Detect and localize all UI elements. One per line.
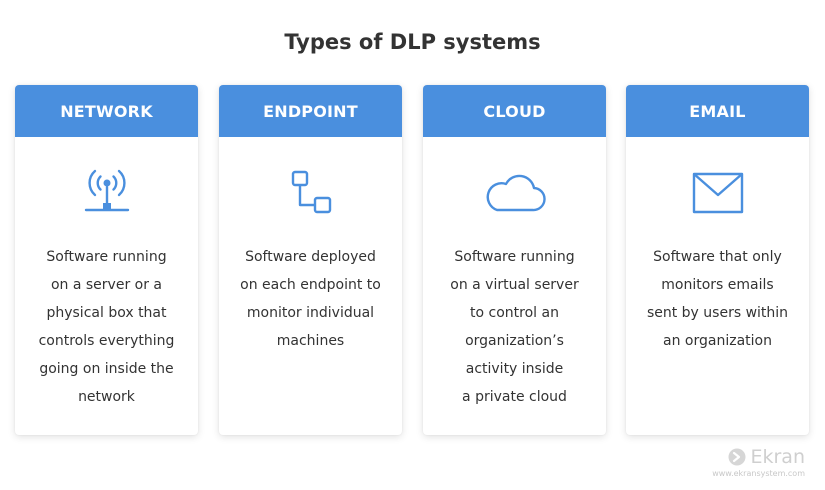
card-description: Software running on a virtual server to … (423, 243, 606, 411)
description-line: organization’s (465, 333, 564, 349)
endpoint-connection-icon (291, 170, 331, 214)
description-line: physical box that (46, 305, 167, 321)
card-endpoint: ENDPOINT Software deployed on each endpo… (219, 85, 402, 435)
description-line: Software deployed (245, 249, 376, 265)
description-line: going on inside the (39, 361, 174, 377)
description-line: Software that only (653, 249, 782, 265)
description-line: a private cloud (462, 389, 567, 405)
logo-url: www.ekransystem.com (712, 469, 805, 478)
description-line: monitor individual (246, 305, 375, 321)
card-network: NETWORK Software running on a server or … (15, 85, 198, 435)
ekran-logo-icon (728, 448, 746, 466)
description-line: activity inside (465, 361, 564, 377)
description-line: monitors emails (661, 277, 774, 293)
page-title: Types of DLP systems (284, 30, 541, 54)
description-line: on each endpoint to (240, 277, 381, 293)
description-line: network (78, 389, 135, 405)
card-description: Software running on a server or a physic… (15, 243, 198, 411)
logo-name: Ekran (750, 446, 805, 468)
description-line: an organization (663, 333, 772, 349)
card-header: EMAIL (626, 85, 809, 137)
cloud-icon (486, 174, 546, 212)
description-line: sent by users within (646, 305, 789, 321)
card-header: ENDPOINT (219, 85, 402, 137)
description-line: Software running (454, 249, 575, 265)
description-line: machines (276, 333, 345, 349)
card-description: Software that only monitors emails sent … (626, 243, 809, 355)
description-line: to control an (470, 305, 559, 321)
ekran-logo: Ekran www.ekransystem.com (712, 446, 805, 478)
card-header: NETWORK (15, 85, 198, 137)
envelope-icon (692, 172, 743, 214)
card-description: Software deployed on each endpoint to mo… (219, 243, 402, 355)
description-line: on a server or a (50, 277, 163, 293)
description-line: Software running (46, 249, 167, 265)
description-line: on a virtual server (450, 277, 579, 293)
description-line: controls everything (38, 333, 175, 349)
network-antenna-icon (84, 169, 129, 212)
card-header: CLOUD (423, 85, 606, 137)
card-email: EMAIL Software that only monitors emails… (626, 85, 809, 435)
card-cloud: CLOUD Software running on a virtual serv… (423, 85, 606, 435)
